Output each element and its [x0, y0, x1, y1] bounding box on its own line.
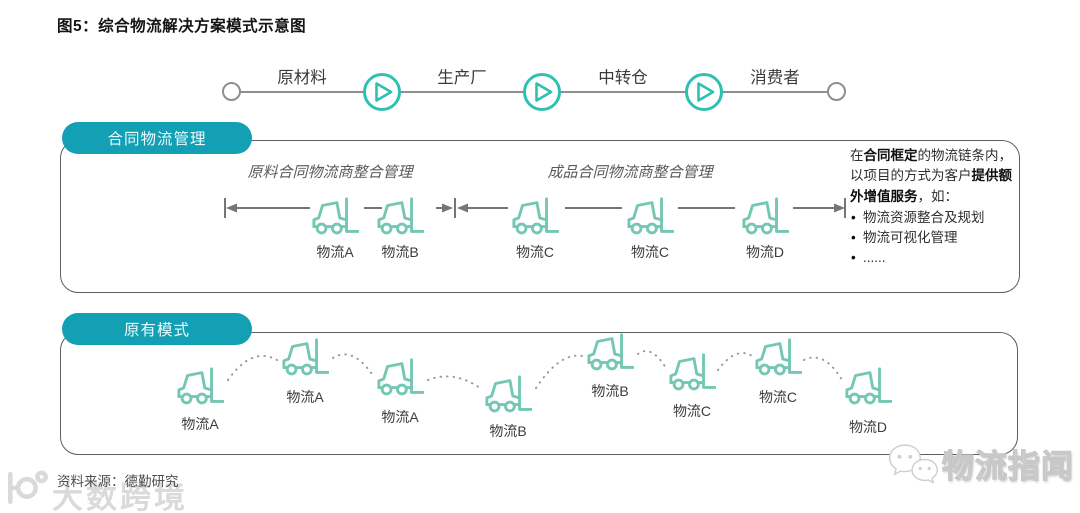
legacy-model-tab: 原有模式	[62, 313, 252, 345]
span-arrows	[224, 198, 846, 218]
forklift-icon	[626, 196, 675, 238]
handoff-dotted-curves	[227, 350, 843, 389]
value-added-note: 在合同框定的物流链条内，以项目的方式为客户提供额外增值服务，如： 物流资源整合及…	[850, 146, 1016, 269]
forklift-label: 物流B	[489, 423, 527, 439]
flow-station-raw-materials: 原材料	[252, 64, 352, 88]
watermark-left: 大数跨境	[2, 466, 188, 513]
play-icon	[362, 72, 402, 112]
forklift-label: 物流A	[381, 409, 419, 425]
forklift-icon	[754, 337, 803, 379]
note-bullet-item: 物流资源整合及规划	[850, 208, 1016, 229]
forklift-label: 物流C	[630, 244, 670, 260]
forklift-label: 物流C	[758, 389, 798, 405]
note-text: 在	[850, 148, 864, 163]
raw-material-span-label: 原料合同物流商整合管理	[247, 164, 413, 181]
forklift-icon	[844, 366, 893, 408]
figure-title: 图5：综合物流解决方案模式示意图	[57, 18, 307, 35]
forklift-label: 物流A	[286, 389, 324, 405]
chat-bubbles-icon	[888, 444, 939, 484]
watermark-left-text: 大数跨境	[52, 480, 188, 513]
forklift-icon	[376, 196, 425, 238]
forklift-label: 物流D	[848, 419, 888, 435]
forklift-icon	[741, 196, 790, 238]
contract-logistics-tab: 合同物流管理	[62, 122, 252, 154]
forklift-label: 物流B	[591, 383, 629, 399]
note-text: ，如：	[917, 188, 959, 204]
note-bullet-item: ......	[850, 248, 1016, 269]
forklift-label: 物流B	[381, 244, 419, 260]
contract-logistics-tab-label: 合同物流管理	[107, 131, 207, 148]
play-icon	[522, 72, 562, 112]
forklift-icon	[586, 332, 635, 374]
flow-station-transit-warehouse: 中转仓	[573, 64, 673, 88]
forklift-label: 物流A	[316, 244, 354, 260]
forklift-label: 物流A	[181, 416, 219, 432]
forklift-icon	[668, 352, 717, 394]
note-bullet-item: 物流可视化管理	[850, 228, 1016, 249]
note-bullet-list: 物流资源整合及规划 物流可视化管理 ......	[850, 208, 1016, 269]
watermark-left-logo-icon	[7, 470, 48, 505]
legacy-model-tab-label: 原有模式	[123, 322, 190, 339]
watermark-right-text: 物流指闻	[941, 447, 1075, 484]
forklift-icon	[281, 337, 330, 379]
forklift-label: 物流C	[515, 244, 555, 260]
note-bold-contract-frame: 合同框定	[863, 148, 918, 163]
source-note: 资料来源：德勤研究	[57, 474, 179, 489]
flow-end-node	[827, 82, 846, 101]
play-icon	[684, 72, 724, 112]
watermark-right: 物流指闻	[886, 441, 1074, 487]
forklift-icon	[176, 366, 225, 408]
note-text: 的物流链条内，以项目的方式为客户	[850, 148, 1012, 184]
flow-station-factory: 生产厂	[412, 64, 512, 88]
forklift-icon	[511, 196, 560, 238]
legacy-model-panel	[60, 332, 1018, 455]
forklift-label: 物流C	[672, 403, 712, 419]
flow-station-consumer: 消费者	[725, 64, 825, 88]
forklift-icon	[376, 357, 425, 399]
flow-start-node	[222, 82, 241, 101]
forklift-icon	[311, 196, 360, 238]
finished-goods-span-label: 成品合同物流商整合管理	[547, 164, 713, 181]
forklift-label: 物流D	[745, 244, 785, 260]
note-bold-extra-services: 提供额外增值服务	[850, 168, 1012, 204]
forklift-icon	[484, 374, 533, 416]
